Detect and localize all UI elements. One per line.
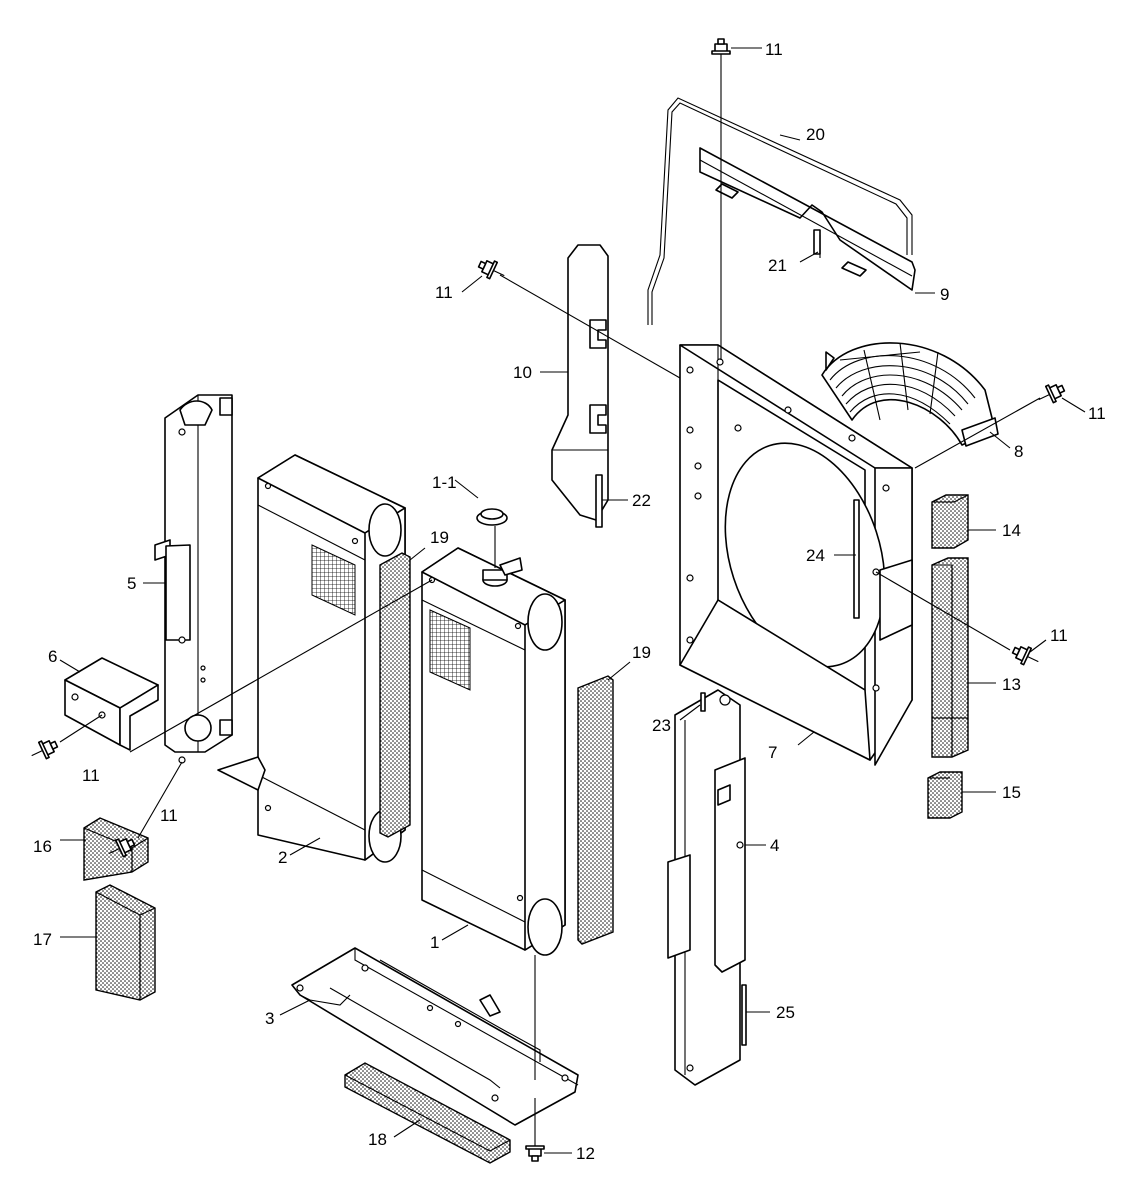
part-1-radiator	[421, 547, 566, 956]
callout-20: 20	[806, 125, 825, 144]
bolt-11-bracket-6	[27, 714, 103, 765]
part-7-fan-shroud	[679, 344, 913, 766]
part-20-stay-rod	[647, 97, 913, 325]
assembly-guide-lines	[129, 235, 821, 1080]
callout-24: 24	[806, 546, 825, 565]
part-4-side-bracket	[667, 689, 746, 1086]
callout-14: 14	[1002, 521, 1021, 540]
callout-23: 23	[652, 716, 671, 735]
part-16-foam-l-block	[83, 817, 149, 881]
part-15-foam-block	[927, 771, 963, 819]
callout-11-bracket5: 11	[160, 806, 178, 825]
part-17-foam-block	[95, 884, 156, 1001]
callout-19-left: 19	[430, 528, 449, 547]
callout-15: 15	[1002, 783, 1021, 802]
part-10-side-baffle	[551, 244, 609, 521]
bolt-11-shroud-side	[875, 571, 1043, 671]
callout-labels: 11 20 21 9 11 10 22 11 8 14 24 11 13 7 1…	[33, 40, 1106, 1163]
callout-11-guard: 11	[1088, 404, 1106, 423]
callout-16: 16	[33, 837, 52, 856]
bolt-11-top	[711, 38, 731, 360]
callout-11-top: 11	[765, 40, 783, 59]
callout-21: 21	[768, 256, 787, 275]
callout-12: 12	[576, 1144, 595, 1163]
callout-2: 2	[278, 848, 287, 867]
part-21-clip	[813, 229, 821, 255]
callout-10: 10	[513, 363, 532, 382]
part-6-l-bracket	[64, 657, 159, 751]
callout-17: 17	[33, 930, 52, 949]
bolt-11-bracket-5	[104, 761, 183, 863]
part-3-base-plate	[291, 947, 579, 1126]
callout-7: 7	[768, 743, 777, 762]
callout-5: 5	[127, 574, 136, 593]
part-18-foam-strip	[344, 1062, 511, 1164]
callout-3: 3	[265, 1009, 274, 1028]
part-2-oil-cooler	[217, 454, 406, 863]
bolt-12-base	[525, 1098, 545, 1162]
part-8-fan-guard	[821, 342, 999, 447]
part-19-foam-strip-right	[577, 675, 614, 945]
callout-leaders	[59, 47, 1086, 1154]
callout-11-bracket6: 11	[82, 766, 100, 785]
callout-4: 4	[770, 836, 779, 855]
part-1-1-radiator-cap	[476, 508, 508, 568]
part-23-strip	[700, 692, 706, 712]
part-25-strip	[741, 984, 747, 1046]
part-13-foam-column	[931, 557, 969, 758]
callout-6: 6	[48, 647, 57, 666]
bolt-11-fan-guard	[914, 379, 1068, 469]
callout-11-baffle: 11	[435, 283, 453, 302]
callout-22: 22	[632, 491, 651, 510]
callout-18: 18	[368, 1130, 387, 1149]
callout-11-shroud: 11	[1050, 626, 1068, 645]
callout-13: 13	[1002, 675, 1021, 694]
part-19-foam-strip-left	[379, 552, 411, 838]
part-14-foam-block	[931, 494, 969, 549]
callout-25: 25	[776, 1003, 795, 1022]
callout-8: 8	[1014, 442, 1023, 461]
callout-19-right: 19	[632, 643, 651, 662]
callout-1-1: 1-1	[432, 473, 457, 492]
part-9-top-plate	[699, 147, 916, 291]
callout-1: 1	[430, 933, 439, 952]
bolt-11-left-baffle	[475, 255, 681, 379]
part-5-upright-bracket	[154, 394, 233, 764]
part-24-strip	[853, 499, 860, 619]
callout-9: 9	[940, 285, 949, 304]
part-22-seal-strip	[595, 474, 603, 528]
